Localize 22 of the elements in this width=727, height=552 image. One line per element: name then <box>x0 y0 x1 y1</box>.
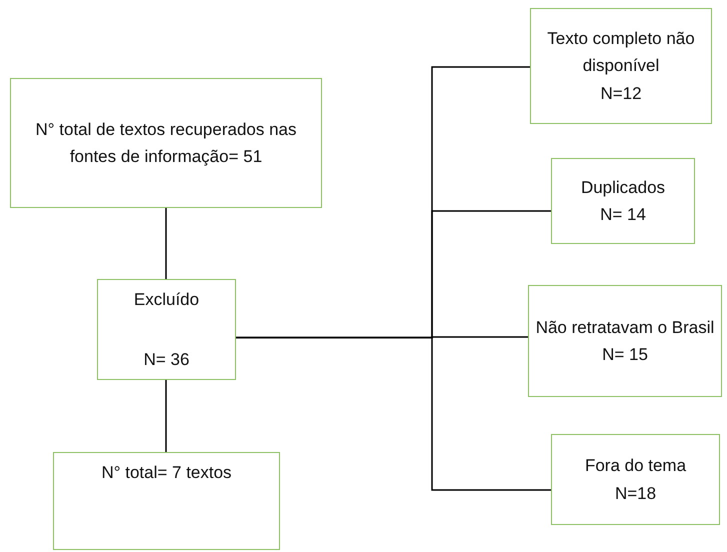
process-box <box>528 285 722 397</box>
process-box <box>530 8 712 124</box>
box-text: N=18 <box>614 482 656 504</box>
process-box <box>551 434 720 525</box>
box-text: Não retratavam o Brasil <box>536 316 714 339</box>
box-text: N= 15 <box>602 344 648 366</box>
box-text: Texto completo não disponível <box>546 28 696 78</box>
box-text: N= 36 <box>144 348 190 371</box>
connector-line <box>165 208 167 279</box>
box-text: N=12 <box>600 82 642 105</box>
connector-line <box>165 380 167 452</box>
process-box <box>97 279 236 380</box>
box-text: Fora do tema <box>584 455 686 478</box>
process-box <box>10 78 322 208</box>
box-text: Excluído <box>134 289 200 311</box>
box-text: N° total= 7 textos <box>101 462 232 484</box>
box-text: N= 14 <box>600 204 646 226</box>
connector-line <box>236 336 551 491</box>
process-box <box>551 158 695 244</box>
process-box <box>53 452 280 550</box>
box-text: Duplicados <box>580 176 666 199</box>
box-text: N° total de textos recuperados nas fontes de informação= 51 <box>34 118 298 168</box>
